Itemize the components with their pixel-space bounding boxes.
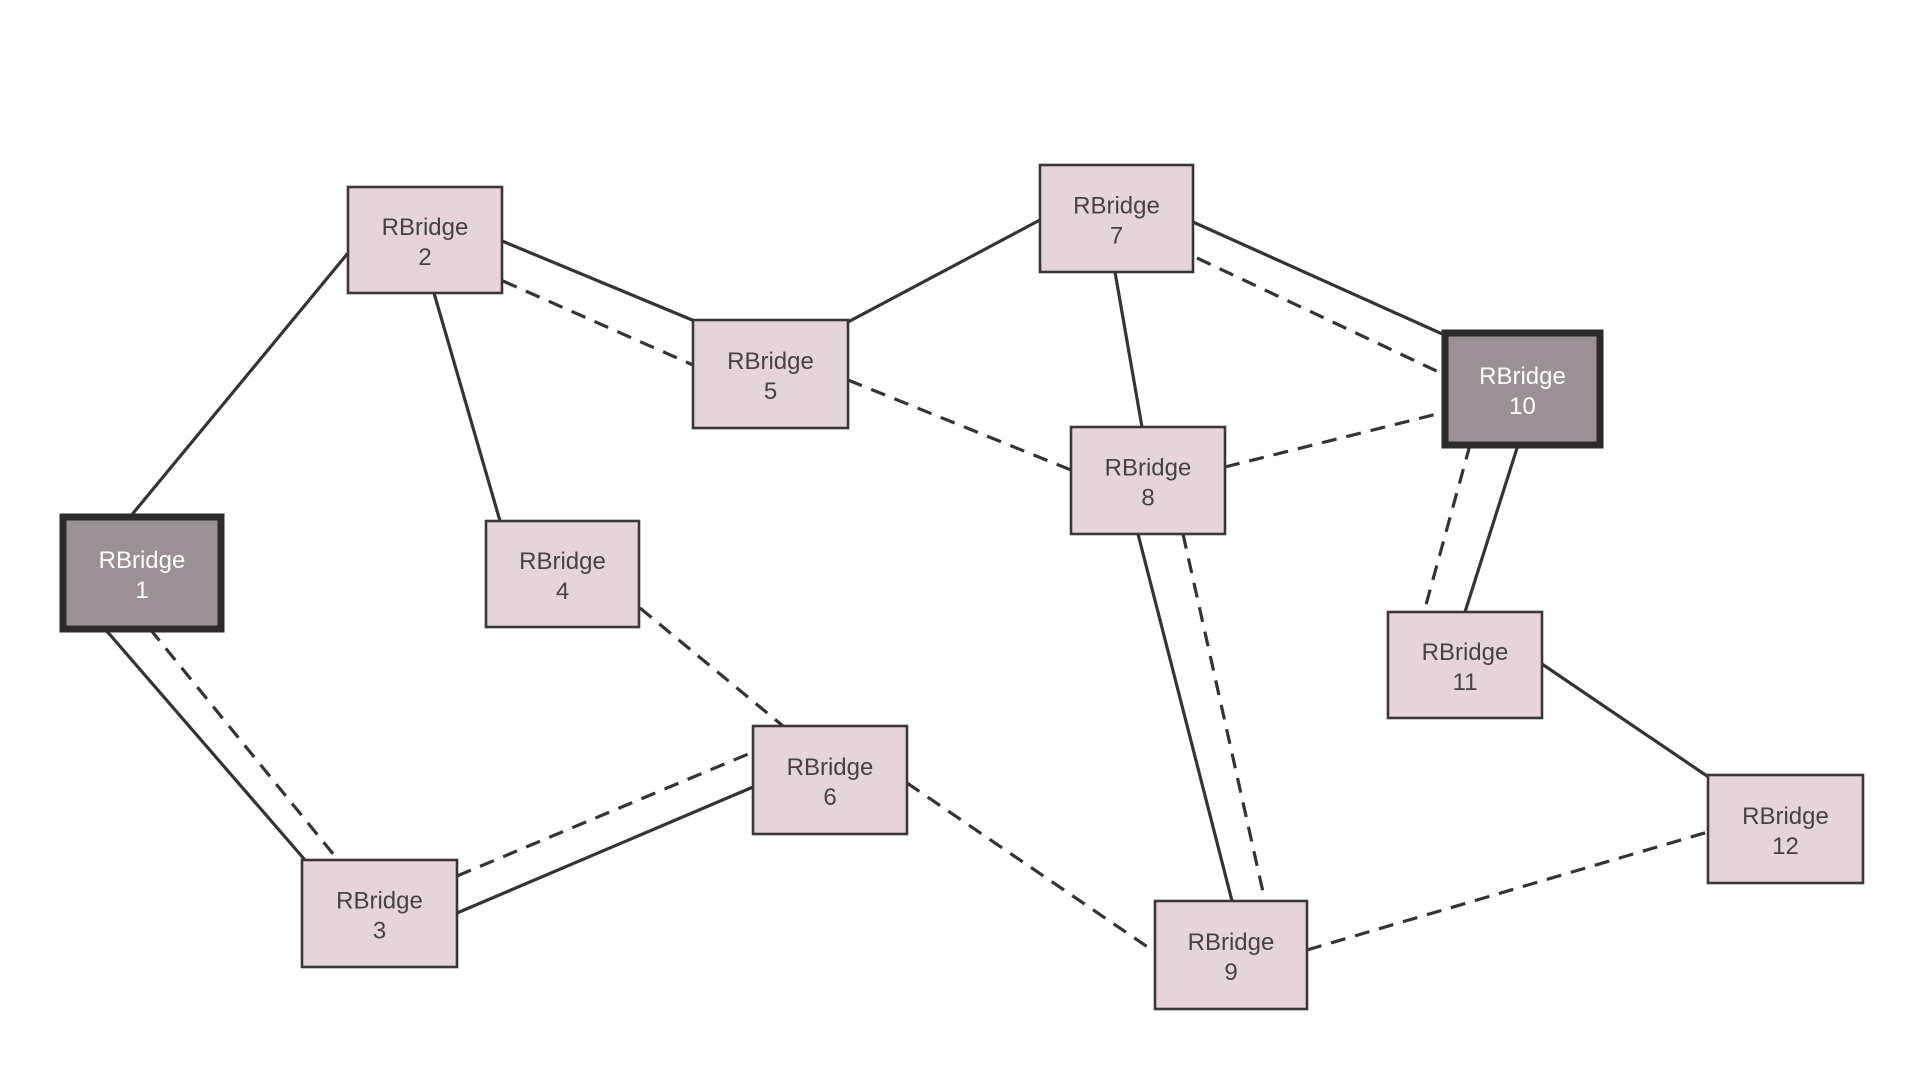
node-label-line2-rbridge-7: 7 [1110,223,1123,250]
edge-rbridge-8-to-rbridge-9-dashed [1181,533,1267,902]
node-rbridge-5: RBridge 5 [691,318,850,430]
node-rbridge-1: RBridge 1 [59,513,225,633]
node-label-line2-rbridge-8: 8 [1141,485,1154,512]
node-label-line2-rbridge-4: 4 [556,578,569,605]
node-rbridge-4: RBridge 4 [484,519,641,629]
edge-rbridge-7-to-rbridge-8-solid [1113,271,1144,428]
edge-rbridge-7-to-rbridge-10-solid [1192,220,1450,339]
node-rbridge-10: RBridge 10 [1441,329,1604,449]
node-layer: RBridge1RBridge2RBridge3RBridge4RBridge5… [59,163,1865,1011]
edge-rbridge-8-to-rbridge-9-solid [1136,533,1234,902]
node-label-line2-rbridge-9: 9 [1224,959,1237,986]
node-rbridge-2: RBridge 2 [346,185,504,295]
node-rbridge-3: RBridge 3 [300,858,459,969]
edge-rbridge-1-to-rbridge-3-dashed [148,627,340,862]
edge-rbridge-2-to-rbridge-5-solid [501,239,698,324]
node-box-rbridge-8 [1069,425,1227,536]
node-label-line1-rbridge-5: RBridge [727,348,814,375]
node-box-rbridge-6 [751,724,909,836]
edge-rbridge-5-to-rbridge-7-solid [847,218,1041,324]
node-rbridge-6: RBridge 6 [751,724,909,836]
node-box-rbridge-5 [691,318,850,430]
node-box-rbridge-7 [1038,163,1195,274]
node-box-rbridge-3 [300,858,459,969]
node-label-line1-rbridge-7: RBridge [1073,193,1160,220]
node-label-line1-rbridge-4: RBridge [519,548,606,575]
edge-rbridge-1-to-rbridge-3-solid [103,627,307,862]
node-label-line2-rbridge-6: 6 [823,784,836,811]
node-label-line2-rbridge-5: 5 [764,378,777,405]
node-rbridge-11: RBridge 11 [1386,610,1544,720]
node-box-rbridge-4 [484,519,641,629]
node-label-line1-rbridge-10: RBridge [1479,363,1566,390]
edge-rbridge-2-to-rbridge-5-dashed [502,279,694,367]
edge-rbridge-4-to-rbridge-6-dashed [638,606,785,728]
node-box-rbridge-11 [1386,610,1544,720]
node-label-line1-rbridge-3: RBridge [336,888,423,915]
edge-rbridge-5-to-rbridge-8-dashed [847,378,1072,472]
node-label-line2-rbridge-11: 11 [1453,669,1478,696]
node-label-line1-rbridge-8: RBridge [1105,455,1192,482]
node-box-rbridge-2 [346,185,504,295]
node-label-line2-rbridge-10: 10 [1509,393,1536,420]
node-label-line1-rbridge-6: RBridge [787,754,874,781]
edge-rbridge-3-to-rbridge-6-solid [456,785,754,915]
node-rbridge-12: RBridge 12 [1706,773,1865,885]
node-box-rbridge-1 [59,513,225,633]
edge-rbridge-8-to-rbridge-10-dashed [1224,410,1446,469]
node-label-line1-rbridge-9: RBridge [1188,929,1275,956]
node-label-line2-rbridge-3: 3 [373,918,386,945]
edge-layer [103,218,1711,954]
edge-rbridge-10-to-rbridge-11-solid [1463,444,1520,613]
edge-rbridge-2-to-rbridge-4-solid [432,292,502,522]
node-label-line1-rbridge-12: RBridge [1742,803,1829,830]
node-label-line2-rbridge-2: 2 [418,244,431,271]
edge-rbridge-10-to-rbridge-11-dashed [1422,444,1472,613]
node-label-line1-rbridge-2: RBridge [382,214,469,241]
node-label-line2-rbridge-12: 12 [1772,833,1799,860]
node-rbridge-9: RBridge 9 [1153,899,1309,1011]
node-label-line1-rbridge-1: RBridge [99,547,186,574]
edge-rbridge-9-to-rbridge-12-dashed [1306,830,1709,952]
edge-rbridge-3-to-rbridge-6-dashed [456,750,754,878]
node-box-rbridge-12 [1706,773,1865,885]
edge-rbridge-7-to-rbridge-10-dashed [1196,256,1446,377]
node-rbridge-8: RBridge 8 [1069,425,1227,536]
edge-rbridge-11-to-rbridge-12-solid [1541,662,1711,780]
node-label-line2-rbridge-1: 1 [135,577,148,604]
node-box-rbridge-10 [1441,329,1604,449]
node-label-line1-rbridge-11: RBridge [1422,639,1509,666]
node-box-rbridge-9 [1153,899,1309,1011]
node-rbridge-7: RBridge 7 [1038,163,1195,274]
edge-rbridge-1-to-rbridge-2-solid [128,251,350,519]
edge-rbridge-6-to-rbridge-9-dashed [906,781,1156,954]
